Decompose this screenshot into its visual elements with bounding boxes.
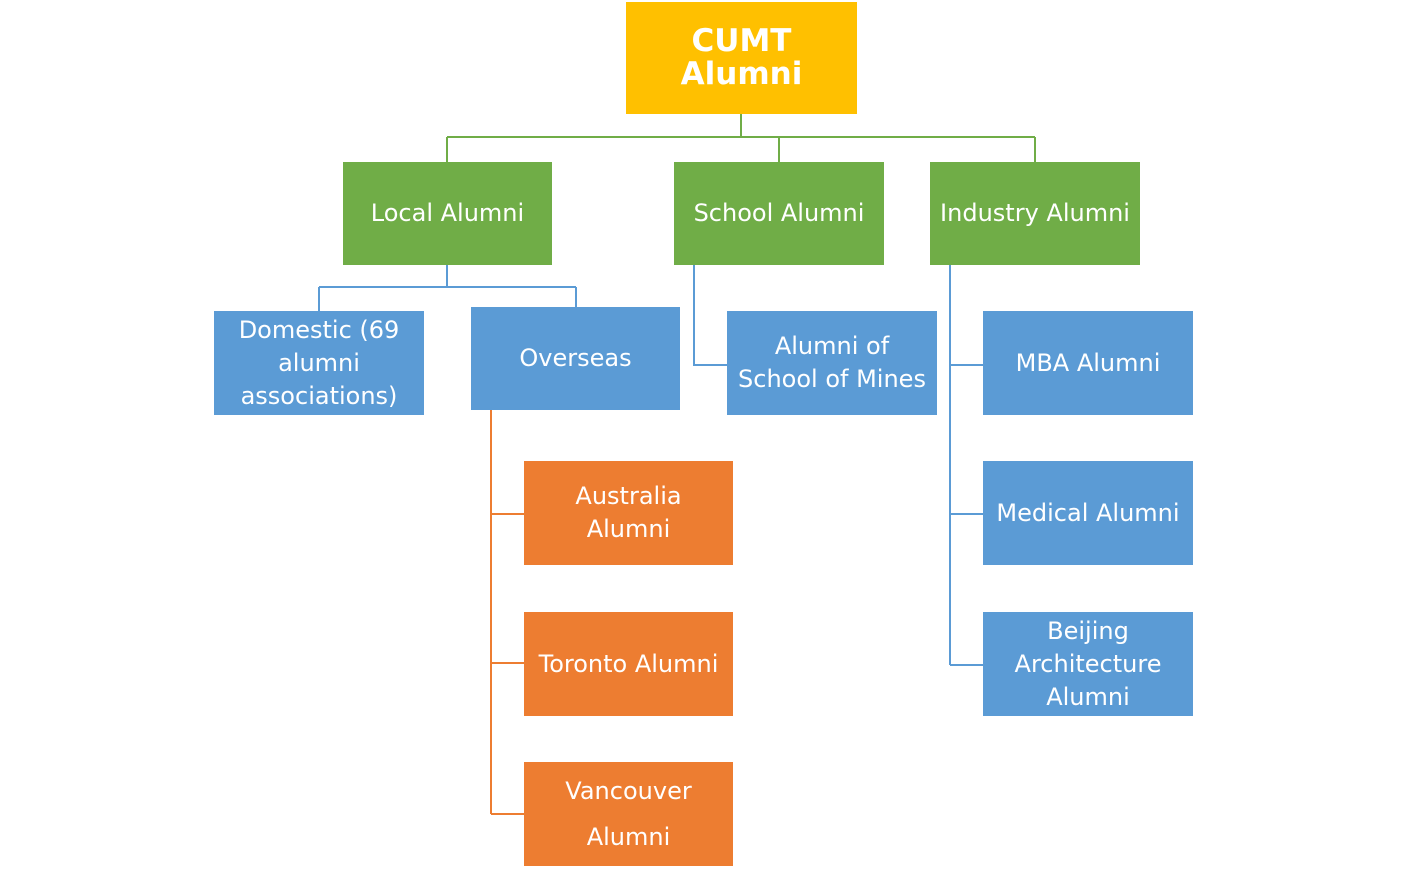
node-label: CUMT Alumni <box>680 23 803 92</box>
node-overseas: Overseas <box>471 307 680 410</box>
node-toronto-alumni: Toronto Alumni <box>524 612 733 716</box>
node-school-of-mines: Alumni of School of Mines <box>727 311 937 415</box>
node-label: Alumni of School of Mines <box>738 332 926 393</box>
node-label: School Alumni <box>693 199 865 227</box>
node-label: Australia Alumni <box>575 482 682 543</box>
node-domestic: Domestic (69 alumni associations) <box>214 311 424 415</box>
node-school-alumni: School Alumni <box>674 162 884 265</box>
node-local-alumni: Local Alumni <box>343 162 552 265</box>
node-label: Domestic (69 alumni associations) <box>238 315 400 410</box>
node-label: Vancouver Alumni <box>565 777 692 851</box>
node-label: Toronto Alumni <box>538 649 719 678</box>
node-label: Medical Alumni <box>996 498 1180 527</box>
node-label: Industry Alumni <box>940 199 1130 227</box>
node-label: Local Alumni <box>370 199 525 227</box>
node-industry-alumni: Industry Alumni <box>930 162 1140 265</box>
node-beijing-architecture-alumni: Beijing Architecture Alumni <box>983 612 1193 716</box>
node-label: MBA Alumni <box>1015 348 1161 377</box>
node-label: Beijing Architecture Alumni <box>1014 616 1162 711</box>
node-mba-alumni: MBA Alumni <box>983 311 1193 415</box>
node-medical-alumni: Medical Alumni <box>983 461 1193 565</box>
node-australia-alumni: Australia Alumni <box>524 461 733 565</box>
node-vancouver-alumni: Vancouver Alumni <box>524 762 733 866</box>
connector-school-to-mines <box>693 265 727 366</box>
node-cumt-alumni: CUMT Alumni <box>626 2 857 114</box>
node-label: Overseas <box>519 344 632 372</box>
